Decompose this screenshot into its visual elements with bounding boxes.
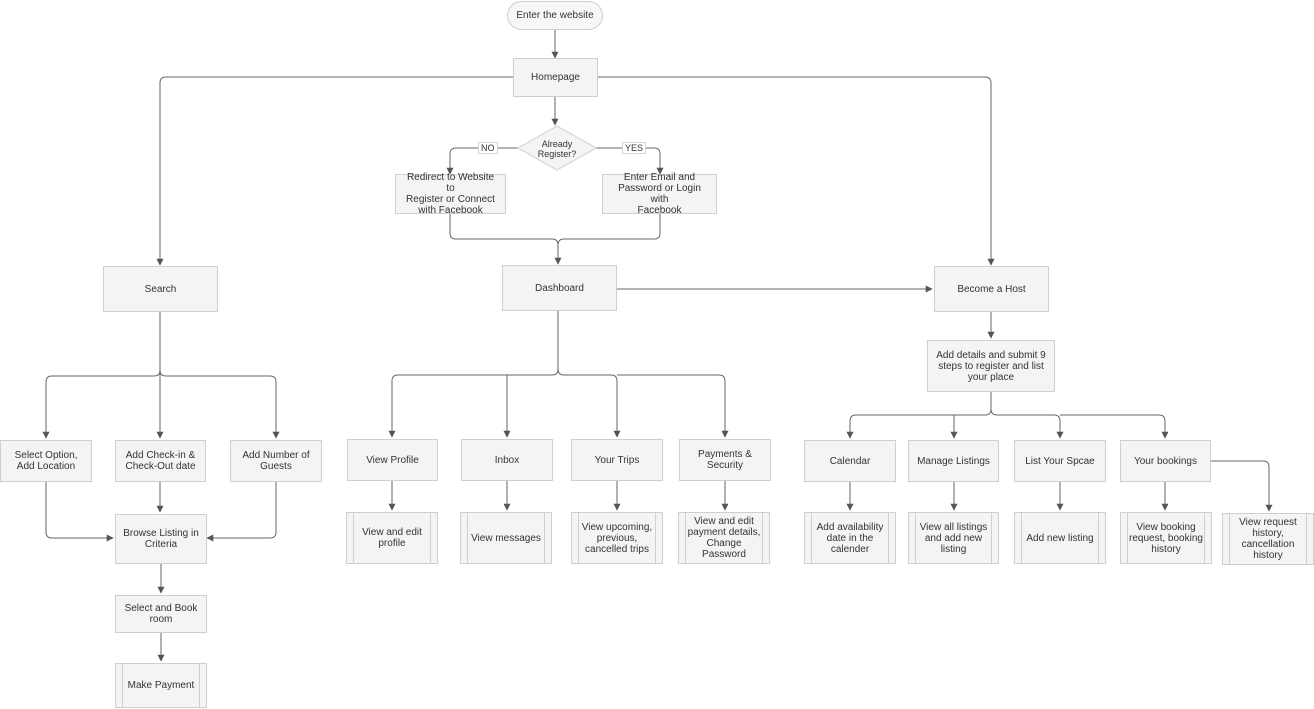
- manage-sub-node: View all listings and add new listing: [908, 512, 999, 564]
- edge-dashboard-payments: [617, 374, 729, 438]
- book-label: Select and Book room: [124, 603, 198, 625]
- decision-diamond: [516, 125, 598, 171]
- trips-label: Your Trips: [594, 454, 640, 466]
- inbox-sub-label: View messages: [471, 532, 541, 544]
- search-node: Search: [103, 266, 218, 312]
- login-label: Enter Email and Password or Login with F…: [618, 172, 701, 216]
- select-option-label: Select Option, Add Location: [14, 450, 78, 472]
- inbox-sub-node: View messages: [460, 512, 552, 564]
- edge-homepage-host: [598, 76, 995, 266]
- edge-details-list: [990, 408, 1064, 439]
- list-space-label: List Your Spcae: [1025, 455, 1095, 467]
- trips-sub-label: View upcoming, previous, cancelled trips: [581, 521, 653, 555]
- edge-homepage-search: [156, 76, 513, 266]
- edge-bookings-requests: [1210, 460, 1273, 512]
- manage-sub-label: View all listings and add new listing: [919, 521, 988, 555]
- redirect-node: Redirect to Website to Register or Conne…: [395, 172, 506, 216]
- edge-dashboard-trips: [557, 368, 621, 438]
- edge-redirect-dashboard: [449, 214, 562, 265]
- list-space-node: List Your Spcae: [1014, 440, 1106, 482]
- manage-listings-node: Manage Listings: [908, 440, 999, 482]
- yes-label: YES: [622, 142, 647, 154]
- manage-listings-label: Manage Listings: [917, 455, 990, 467]
- edge-details-split: [846, 392, 992, 439]
- decision-label: Already Register?: [537, 139, 577, 159]
- login-node: Enter Email and Password or Login with F…: [602, 172, 717, 216]
- homepage-label: Homepage: [531, 72, 580, 83]
- become-host-label: Become a Host: [957, 283, 1026, 295]
- edge-decision-no: [446, 147, 519, 175]
- payments-node: Payments & Security: [679, 439, 771, 481]
- inbox-node: Inbox: [461, 439, 553, 481]
- dashboard-node: Dashboard: [502, 265, 617, 311]
- search-label: Search: [144, 283, 177, 295]
- bookings-sub-label: View booking request, booking history: [1129, 521, 1203, 555]
- homepage-node: Homepage: [513, 58, 598, 97]
- start-label: Enter the website: [516, 10, 594, 21]
- browse-node: Browse Listing in Criteria: [115, 514, 207, 564]
- profile-label: View Profile: [366, 454, 419, 466]
- redirect-label: Redirect to Website to Register or Conne…: [406, 172, 495, 216]
- become-host-node: Become a Host: [934, 266, 1049, 312]
- edge-login-dashboard: [557, 214, 661, 246]
- add-details-node: Add details and submit 9 steps to regist…: [927, 340, 1055, 392]
- edge-search-guests: [159, 369, 280, 439]
- calendar-sub-node: Add availability date in the calender: [804, 512, 896, 564]
- trips-node: Your Trips: [571, 439, 663, 481]
- dashboard-label: Dashboard: [535, 282, 584, 294]
- guests-label: Add Number of Guests: [242, 450, 310, 472]
- bookings-node: Your bookings: [1120, 440, 1211, 482]
- start-node: Enter the website: [507, 1, 603, 30]
- edge-guests-browse: [206, 482, 277, 542]
- payment-node: Make Payment: [115, 663, 207, 708]
- requests-sub-label: View request history, cancellation histo…: [1239, 517, 1297, 561]
- browse-label: Browse Listing in Criteria: [123, 528, 199, 550]
- profile-node: View Profile: [347, 439, 438, 481]
- no-label: NO: [478, 142, 498, 154]
- list-sub-label: Add new listing: [1026, 532, 1094, 544]
- payment-label: Make Payment: [127, 680, 195, 691]
- checkin-label: Add Check-in & Check-Out date: [125, 450, 196, 472]
- profile-sub-label: View and edit profile: [362, 527, 422, 549]
- payments-label: Payments & Security: [698, 449, 752, 471]
- calendar-label: Calendar: [829, 455, 871, 467]
- requests-sub-node: View request history, cancellation histo…: [1222, 513, 1314, 565]
- trips-sub-node: View upcoming, previous, cancelled trips: [571, 512, 663, 564]
- bookings-label: Your bookings: [1133, 455, 1197, 467]
- edge-search-split: [42, 312, 161, 439]
- guests-node: Add Number of Guests: [230, 440, 322, 482]
- edge-details-bookings: [1060, 414, 1169, 439]
- select-option-node: Select Option, Add Location: [0, 440, 92, 482]
- profile-sub-node: View and edit profile: [346, 512, 438, 564]
- edge-dashboard-split: [388, 311, 559, 438]
- edge-decision-yes: [596, 147, 664, 175]
- edge-select-browse: [45, 482, 114, 542]
- bookings-sub-node: View booking request, booking history: [1120, 512, 1212, 564]
- book-node: Select and Book room: [115, 595, 207, 633]
- add-details-label: Add details and submit 9 steps to regist…: [936, 349, 1046, 383]
- payments-sub-node: View and edit payment details, Change Pa…: [678, 512, 770, 564]
- payments-sub-label: View and edit payment details, Change Pa…: [687, 516, 761, 560]
- list-sub-node: Add new listing: [1014, 512, 1106, 564]
- inbox-label: Inbox: [494, 454, 520, 466]
- checkin-node: Add Check-in & Check-Out date: [115, 440, 206, 482]
- calendar-node: Calendar: [804, 440, 896, 482]
- calendar-sub-label: Add availability date in the calender: [816, 521, 884, 555]
